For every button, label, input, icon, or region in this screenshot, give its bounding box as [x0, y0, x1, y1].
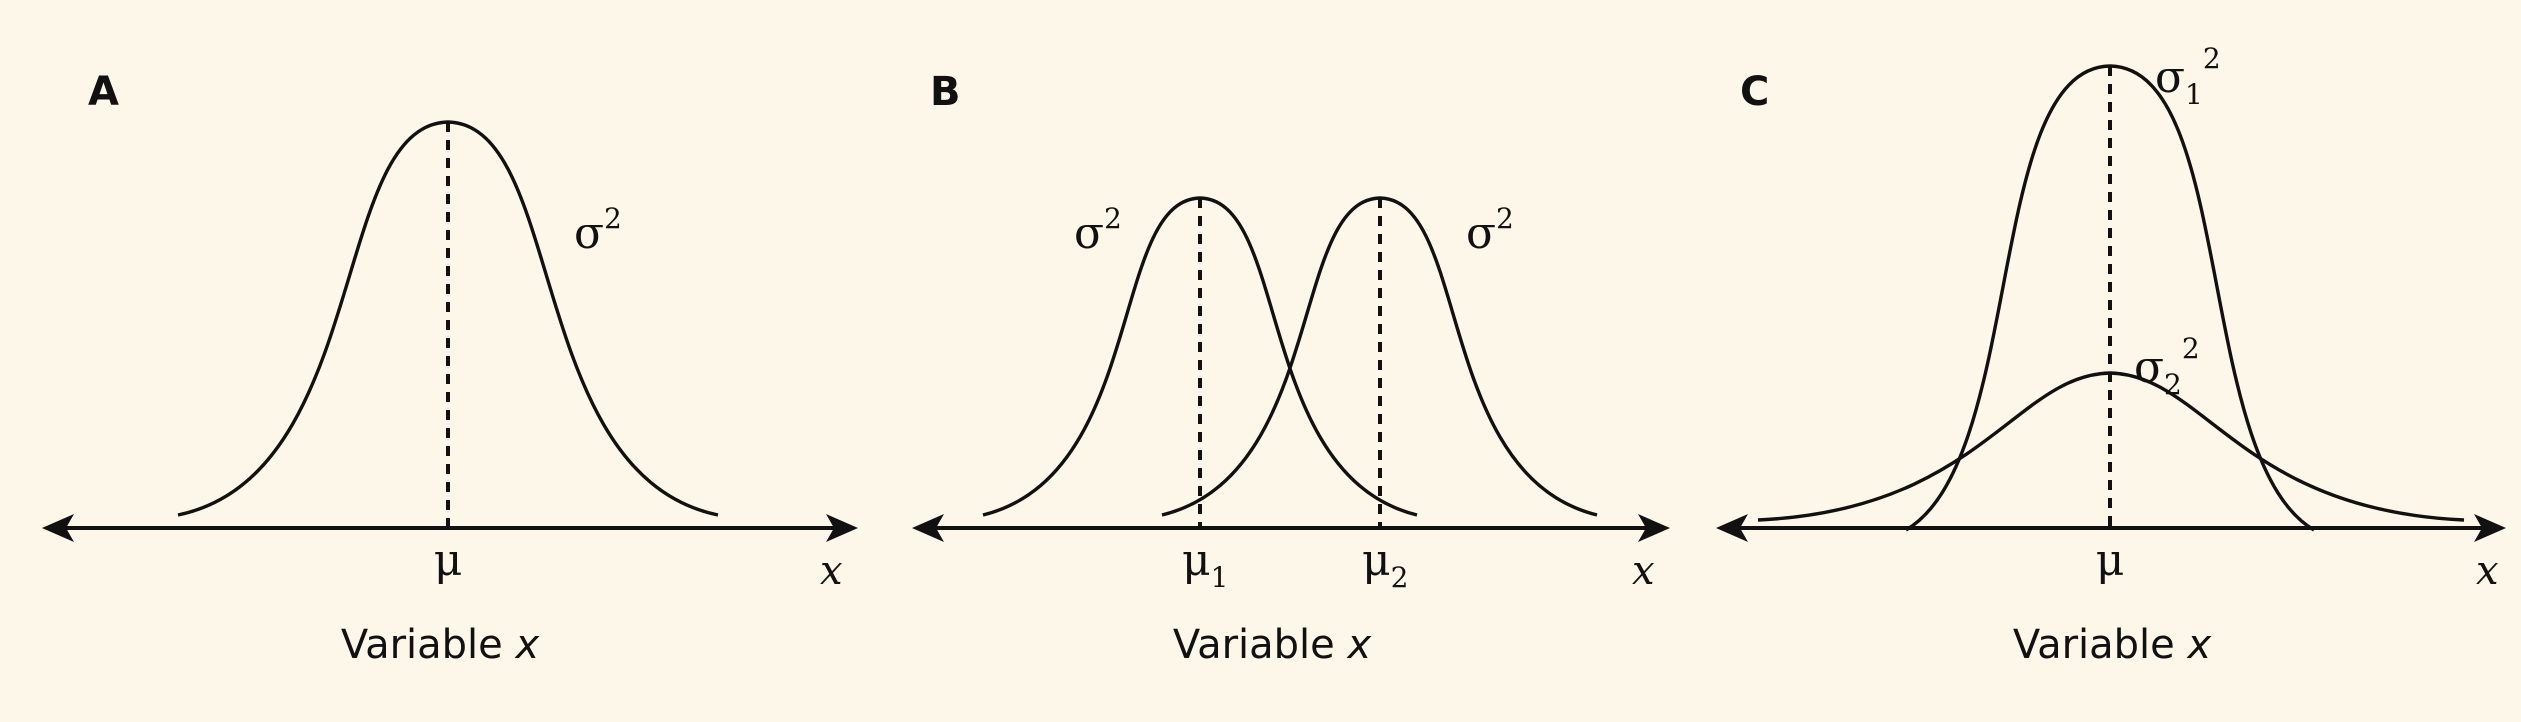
panel-c-caption: Variable x — [2013, 622, 2212, 668]
panel-a-caption: Variable x — [341, 622, 540, 668]
panel-c-axis-x-label: x — [2476, 548, 2499, 594]
panel-a-mean-label: μ — [434, 535, 463, 586]
panel-a-variance-label: σ2 — [574, 202, 622, 259]
panel-a-left-arrow-icon — [42, 514, 74, 542]
panel-c-left-arrow-icon — [1716, 514, 1748, 542]
panel-c-variance2-label: σ22 — [2134, 332, 2200, 401]
panel-b-mean1-label: μ1 — [1182, 535, 1228, 594]
panel-b-mean2-label: μ2 — [1362, 535, 1408, 594]
panel-c-right-arrow-icon — [2474, 514, 2506, 542]
panel-c-letter: C — [1740, 69, 1769, 115]
panel-a-axis-x-label: x — [820, 548, 843, 594]
panel-b-caption: Variable x — [1173, 622, 1372, 668]
panel-b-right-arrow-icon — [1638, 514, 1670, 542]
panel-b-letter: B — [930, 69, 961, 115]
panel-b-variance-right-label: σ2 — [1466, 202, 1514, 259]
panel-a-right-arrow-icon — [826, 514, 858, 542]
panel-b-variance-left-label: σ2 — [1074, 202, 1122, 259]
panel-b: B σ2 σ2 μ1 μ2 x Variable x — [912, 69, 1670, 668]
panel-a: A σ2 μ x Variable x — [42, 69, 858, 668]
panel-c: C σ12 σ22 μ x Variable x — [1716, 42, 2506, 668]
panel-c-mean-label: μ — [2096, 535, 2125, 586]
panel-b-left-arrow-icon — [912, 514, 944, 542]
panel-c-variance1-label: σ12 — [2155, 42, 2221, 111]
panel-b-axis-x-label: x — [1632, 548, 1655, 594]
panel-a-letter: A — [88, 69, 119, 115]
